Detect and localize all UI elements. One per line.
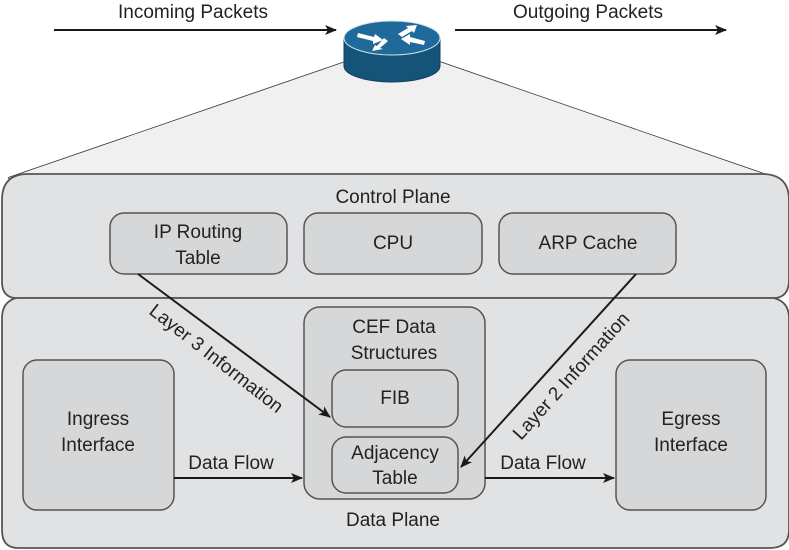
cef-label-1: CEF Data	[352, 317, 436, 338]
adjacency-table-box	[331, 436, 459, 494]
ingress-label-1: Ingress	[67, 409, 129, 430]
fib-label: FIB	[380, 388, 410, 409]
ingress-label-2: Interface	[61, 435, 135, 456]
cpu-box	[303, 212, 483, 275]
data-plane-title: Data Plane	[346, 510, 440, 531]
adjacency-label-2: Table	[372, 468, 417, 489]
adjacency-label-1: Adjacency	[351, 443, 439, 464]
egress-label-2: Interface	[654, 435, 728, 456]
cef-label-2: Structures	[351, 343, 438, 364]
control-plane-title: Control Plane	[335, 187, 450, 208]
ingress-interface-box	[22, 359, 175, 511]
layer3-arrow	[137, 273, 331, 418]
layer2-arrow	[460, 273, 637, 468]
arp-cache-label: ARP Cache	[539, 233, 638, 254]
cpu-label: CPU	[373, 233, 413, 254]
incoming-packets-label: Incoming Packets	[118, 2, 268, 23]
router-icon	[343, 20, 441, 83]
egress-interface-box	[615, 359, 767, 511]
outgoing-packets-label: Outgoing Packets	[513, 2, 663, 23]
data-flow-in-label: Data Flow	[188, 453, 274, 474]
ip-routing-table-box	[109, 212, 288, 275]
data-flow-out-label: Data Flow	[500, 453, 586, 474]
arp-cache-box	[498, 212, 677, 275]
ip-routing-table-label-1: IP Routing	[154, 222, 242, 243]
funnel-fill	[8, 62, 770, 178]
egress-label-1: Egress	[661, 409, 720, 430]
ip-routing-table-label-2: Table	[175, 248, 220, 269]
fib-box	[331, 369, 459, 428]
